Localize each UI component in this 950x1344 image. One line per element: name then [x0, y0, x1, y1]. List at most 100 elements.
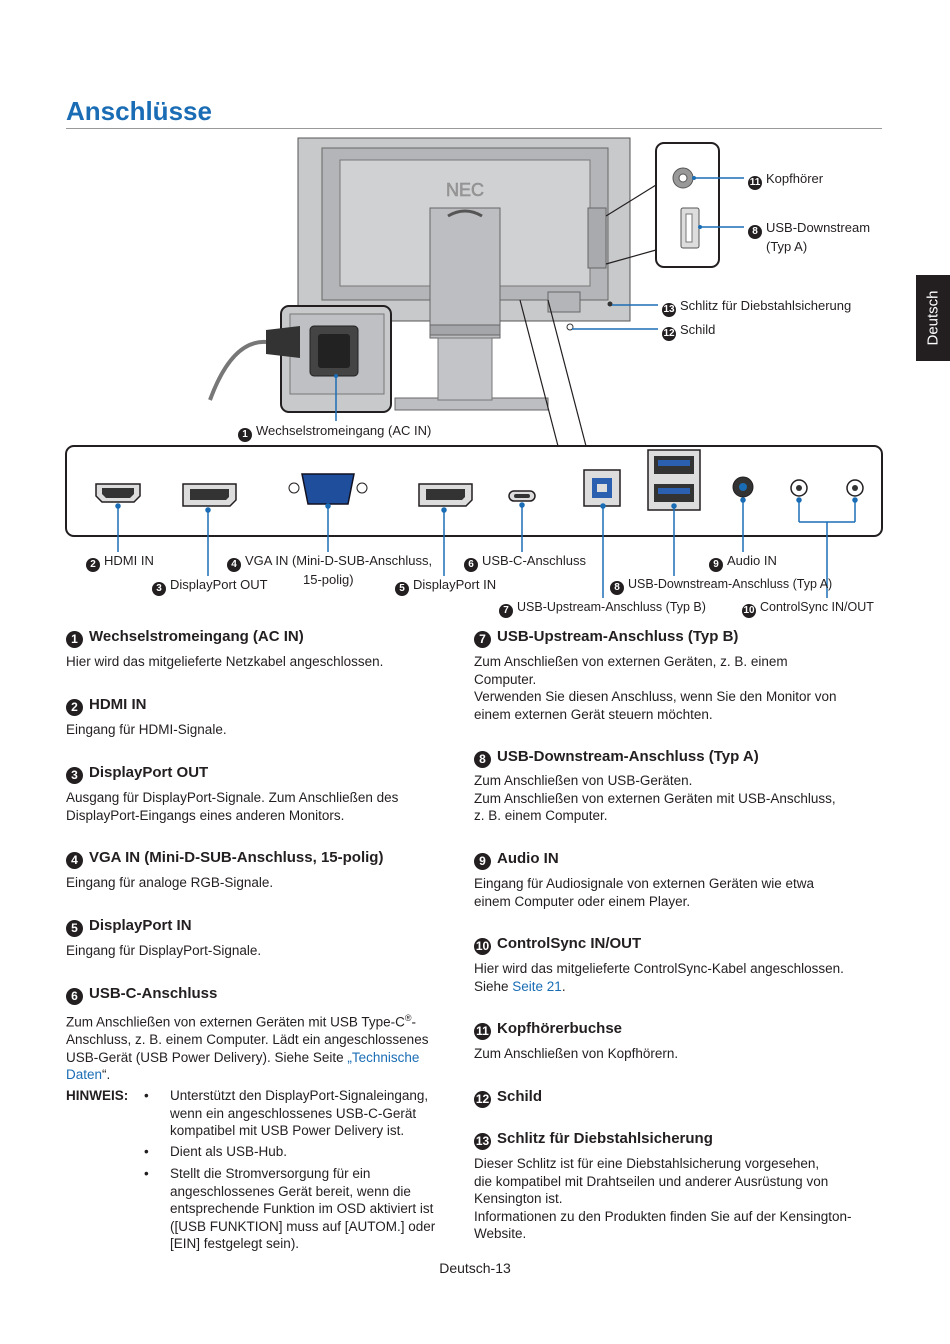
callout-number: 10: [742, 604, 756, 618]
section-body: Hier wird das mitgelieferte ControlSync-…: [474, 960, 844, 995]
vga-screw-right: [356, 482, 368, 494]
body-line: -: [411, 1014, 417, 1030]
label-plate-icon: [566, 323, 574, 331]
body-line: USB-Gerät (USB Power Delivery). Siehe Se…: [66, 1049, 348, 1065]
callout-number: 4: [227, 558, 241, 572]
body-line: Eingang für Audiosignale von externen Ge…: [474, 876, 814, 891]
zoom-connector-line: [547, 299, 587, 447]
body-line: Zum Anschließen von externen Geräten mit…: [66, 1014, 405, 1030]
section-heading-text: USB-Downstream-Anschluss (Typ A): [497, 748, 759, 765]
port-cover: [547, 291, 581, 313]
body-line: Dient als USB-Hub.: [170, 1144, 288, 1159]
page-number: Deutsch-13: [439, 1260, 511, 1276]
note-item: Dient als USB-Hub.: [170, 1143, 287, 1161]
leader-dot: [698, 225, 702, 229]
page-21-link[interactable]: Seite 21: [512, 978, 562, 994]
body-line: Zum Anschließen von externen Geräten, z.…: [474, 654, 788, 669]
note-bullet: •: [144, 1144, 149, 1159]
label-text: ControlSync IN/OUT: [760, 600, 874, 614]
vga-port-icon: [301, 473, 355, 505]
displayport-out-inner: [190, 489, 229, 500]
tech-data-link[interactable]: Daten: [66, 1067, 103, 1082]
controlsync-out-jack-hole: [852, 485, 858, 491]
body-line: Siehe: [474, 978, 513, 994]
usb-a-port-upper-tongue: [658, 460, 690, 466]
body-line: angeschlossenes Gerät bereit, wenn die: [170, 1183, 411, 1199]
side-ports-zoom: [655, 142, 720, 268]
section-heading-text: USB-Upstream-Anschluss (Typ B): [497, 628, 739, 645]
section-number: 6: [66, 988, 83, 1005]
body-line: einem externen Gerät steuern möchten.: [474, 706, 713, 722]
note-bullet: •: [144, 1166, 149, 1181]
section-body: Eingang für HDMI-Signale.: [66, 721, 227, 739]
body-line: Anschluss, z. B. einem Computer. Lädt ei…: [66, 1032, 429, 1047]
section-body: Ausgang für DisplayPort-Signale. Zum Ans…: [66, 789, 398, 824]
body-line: Zum Anschließen von Kopfhörern.: [474, 1046, 679, 1061]
tech-data-link[interactable]: „Technische: [347, 1049, 420, 1065]
section-number: 12: [474, 1091, 491, 1108]
label-text: Schlitz für Diebstahlsicherung: [680, 298, 852, 313]
title-divider: [66, 128, 882, 129]
section-heading: 1 Wechselstromeingang (AC IN): [66, 628, 304, 648]
section-number: 11: [474, 1023, 491, 1040]
section-body: Eingang für analoge RGB-Signale.: [66, 874, 273, 892]
body-line: Stellt die Stromversorgung für ein: [170, 1166, 371, 1181]
section-number: 2: [66, 699, 83, 716]
section-number: 3: [66, 767, 83, 784]
section-number: 8: [474, 751, 491, 768]
body-line: kompatibel mit USB Power Delivery ist.: [170, 1123, 405, 1138]
body-line: Ausgang für DisplayPort-Signale. Zum Ans…: [66, 790, 399, 805]
stand-base: [394, 397, 549, 411]
callout-number: 3: [152, 582, 166, 596]
note-bullet: •: [144, 1088, 149, 1103]
body-line: Hier wird das mitgelieferte ControlSync-…: [474, 961, 844, 976]
label-text: DisplayPort OUT: [170, 577, 268, 592]
section-heading: 7 USB-Upstream-Anschluss (Typ B): [474, 628, 738, 648]
section-number: 7: [474, 631, 491, 648]
section-heading-text: ControlSync IN/OUT: [497, 935, 642, 952]
stand-handle: [447, 209, 483, 218]
power-cable: [208, 339, 267, 401]
body-line: z. B. einem Computer.: [474, 808, 608, 823]
stand-neck: [429, 207, 501, 339]
label-text: Kopfhörer: [766, 171, 824, 186]
body-line: Informationen zu den Produkten finden Si…: [474, 1208, 852, 1224]
usb-a-side-slot: [685, 213, 693, 243]
body-line: ([USB FUNKTION] muss auf [AUTOM.] oder: [170, 1218, 436, 1234]
label-controlsync: 10 ControlSync IN/OUT: [742, 600, 874, 618]
label-text: Wechselstromeingang (AC IN): [256, 423, 432, 438]
section-body: Eingang für DisplayPort-Signale.: [66, 942, 261, 960]
section-number: 13: [474, 1133, 491, 1150]
body-line: “.: [102, 1067, 111, 1082]
body-line: Eingang für DisplayPort-Signale.: [66, 943, 262, 958]
label-text: Audio IN: [727, 553, 777, 568]
registered-mark: ®: [404, 1013, 412, 1023]
section-heading-text: Wechselstromeingang (AC IN): [89, 628, 304, 645]
section-number: 1: [66, 631, 83, 648]
callout-number: 1: [238, 428, 252, 442]
usb-b-port-core: [597, 484, 607, 492]
body-line: Hier wird das mitgelieferte Netzkabel an…: [66, 654, 384, 669]
section-heading-text: Kopfhörerbuchse: [497, 1020, 623, 1037]
displayport-in-inner: [426, 489, 465, 500]
section-number: 4: [66, 852, 83, 869]
zoom-connector-line: [605, 249, 657, 265]
zoom-connector-line: [605, 184, 657, 217]
body-line: Eingang für analoge RGB-Signale.: [66, 875, 274, 890]
callout-number: 9: [709, 558, 723, 572]
label-text: USB-C-Anschluss: [482, 553, 587, 568]
section-body: Zum Anschließen von externen Geräten mit…: [66, 1010, 456, 1084]
section-number: 9: [474, 853, 491, 870]
label-text: Schild: [680, 322, 716, 337]
hdmi-port-inner: [102, 488, 134, 498]
